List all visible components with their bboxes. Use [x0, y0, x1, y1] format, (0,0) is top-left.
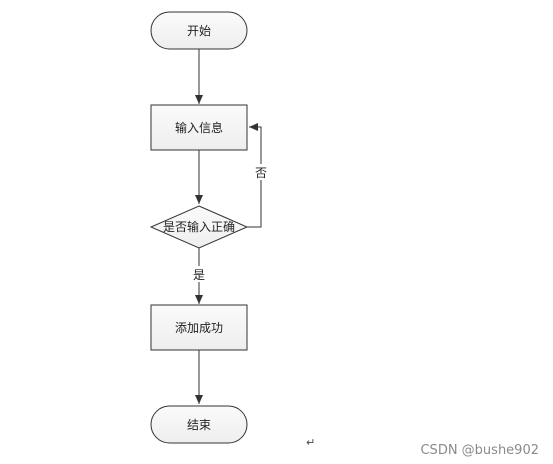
- success-node-label: 添加成功: [175, 321, 223, 335]
- end-node: 结束: [150, 405, 248, 444]
- check-decision-node: 是否输入正确: [149, 205, 249, 249]
- start-node-label: 开始: [187, 24, 211, 38]
- edge-label-no: 否: [255, 166, 267, 180]
- check-decision-label: 是否输入正确: [163, 219, 235, 234]
- success-node: 添加成功: [150, 304, 248, 351]
- edge-label-yes: 是: [193, 268, 205, 282]
- input-node-label: 输入信息: [175, 120, 223, 135]
- end-node-label: 结束: [187, 418, 211, 432]
- paragraph-mark: ↵: [306, 436, 316, 449]
- watermark: CSDN @bushe902: [420, 443, 539, 458]
- start-node: 开始: [150, 11, 248, 50]
- input-node: 输入信息: [150, 104, 248, 151]
